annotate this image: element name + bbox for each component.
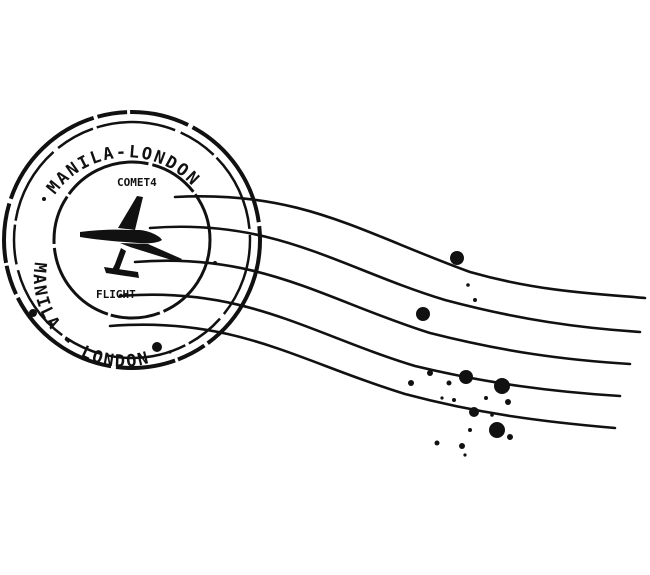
airplane-icon [80,196,182,278]
outer-ring [2,110,262,370]
stamp-rings [2,110,262,370]
cancellation-line-3 [133,259,632,366]
inner-ring [52,160,212,320]
service-label: FLIGHT [96,288,136,301]
outer-ring-inner [12,120,252,360]
route-top-text: MANILA-LONDON [43,142,204,198]
ink-splatter [29,197,513,457]
cancellation-line-2 [148,225,642,334]
cancellation-line-5 [108,323,617,430]
cancellation-lines [108,194,647,430]
aircraft-label: COMET4 [117,176,157,189]
cancellation-line-1 [173,194,647,300]
cancellation-line-4 [118,293,622,398]
